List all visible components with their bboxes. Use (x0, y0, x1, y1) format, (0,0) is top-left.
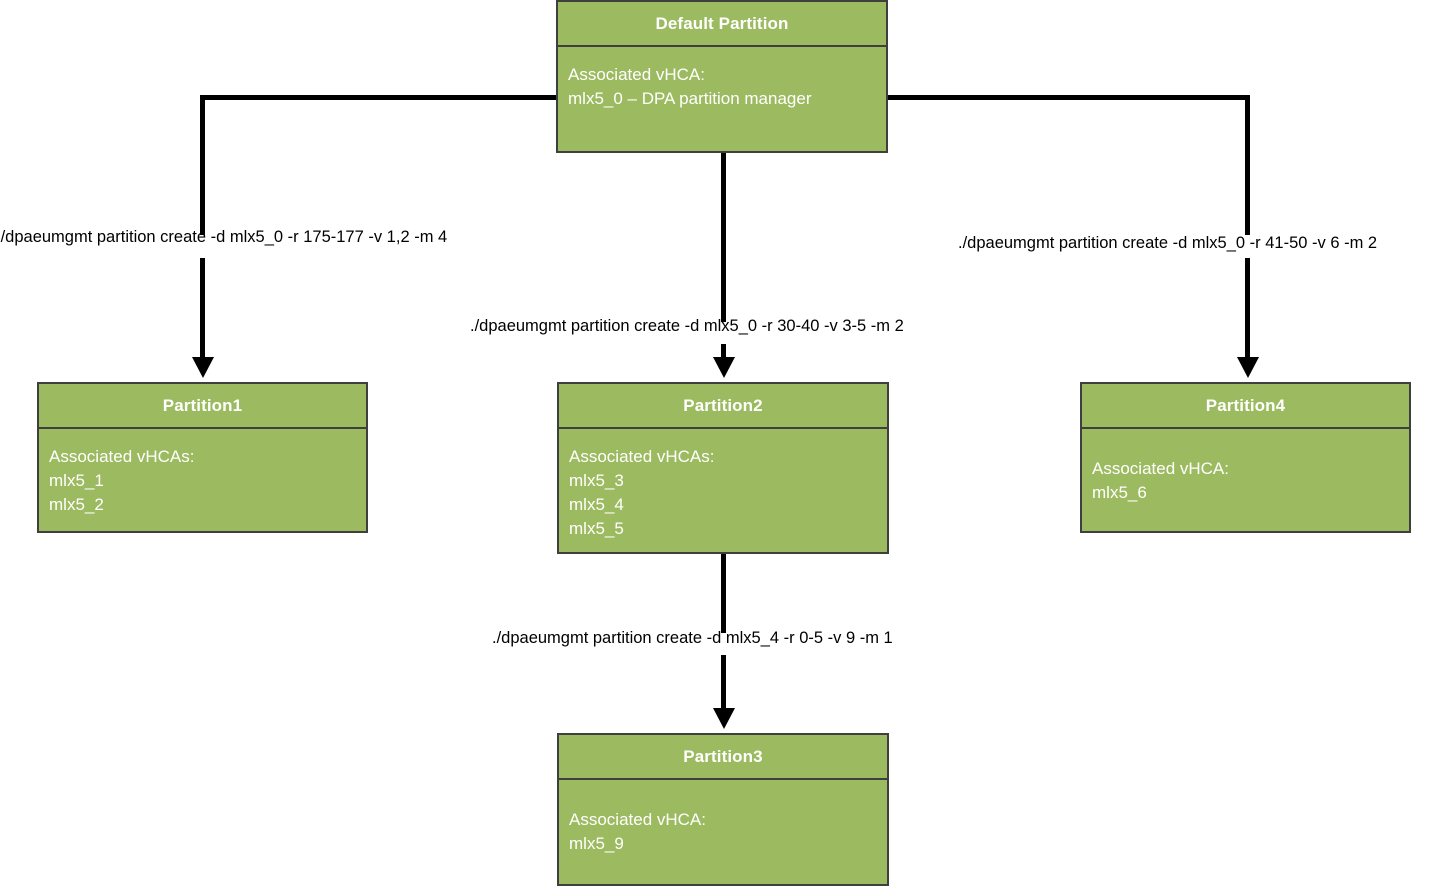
arrowhead-partition4 (1237, 357, 1259, 378)
node-partition4-body: Associated vHCA: mlx5_6 (1082, 429, 1409, 531)
node-partition1-title: Partition1 (39, 384, 366, 429)
node-default-partition[interactable]: Default Partition Associated vHCA: mlx5_… (556, 0, 888, 153)
edge-label-default-to-partition1: ./dpaeumgmt partition create -d mlx5_0 -… (0, 228, 448, 246)
connector-default-to-partition1-lower (200, 258, 205, 358)
node-partition3-title: Partition3 (559, 735, 887, 780)
node-partition1[interactable]: Partition1 Associated vHCAs: mlx5_1 mlx5… (37, 382, 368, 533)
node-partition1-body-heading: Associated vHCAs: (49, 447, 195, 466)
node-default-partition-body-heading: Associated vHCA: (568, 65, 705, 84)
arrowhead-partition2 (713, 357, 735, 378)
node-partition4-title: Partition4 (1082, 384, 1409, 429)
connector-default-to-partition2-lower (721, 344, 726, 359)
node-partition2-vhca-2: mlx5_5 (569, 519, 624, 539)
connector-default-to-partition4-lower (1245, 258, 1250, 358)
node-default-partition-body: Associated vHCA: mlx5_0 – DPA partition … (558, 47, 886, 151)
connector-default-to-partition2-upper (721, 152, 726, 322)
connector-default-to-partition1-upper (200, 95, 205, 235)
connector-default-to-partition4-upper (1245, 95, 1250, 235)
node-partition4[interactable]: Partition4 Associated vHCA: mlx5_6 (1080, 382, 1411, 533)
node-partition2-title: Partition2 (559, 384, 887, 429)
node-partition4-body-heading: Associated vHCA: (1092, 459, 1229, 478)
node-partition2-vhca-1: mlx5_4 (569, 495, 624, 515)
edge-label-default-to-partition2: ./dpaeumgmt partition create -d mlx5_0 -… (470, 317, 904, 335)
node-partition3-vhca-0: mlx5_9 (569, 834, 624, 854)
node-partition3-body-heading: Associated vHCA: (569, 810, 706, 829)
node-partition1-vhca-0: mlx5_1 (49, 471, 104, 491)
edge-label-partition2-to-partition3: ./dpaeumgmt partition create -d mlx5_4 -… (492, 629, 893, 647)
node-partition2[interactable]: Partition2 Associated vHCAs: mlx5_3 mlx5… (557, 382, 889, 554)
edge-label-default-to-partition4: ./dpaeumgmt partition create -d mlx5_0 -… (958, 234, 1378, 252)
node-partition2-body-heading: Associated vHCAs: (569, 447, 715, 466)
node-partition2-body: Associated vHCAs: mlx5_3 mlx5_4 mlx5_5 (559, 429, 887, 552)
node-partition1-body: Associated vHCAs: mlx5_1 mlx5_2 (39, 429, 366, 531)
arrowhead-partition3 (713, 708, 735, 729)
arrowhead-partition1 (192, 357, 214, 378)
connector-partition2-to-partition3-lower (721, 655, 726, 710)
node-default-partition-title: Default Partition (558, 2, 886, 47)
node-partition3-body: Associated vHCA: mlx5_9 (559, 780, 887, 884)
node-partition4-vhca-0: mlx5_6 (1092, 483, 1147, 503)
node-partition2-vhca-0: mlx5_3 (569, 471, 624, 491)
node-default-partition-vhca-0: mlx5_0 – DPA partition manager (568, 89, 812, 109)
node-partition3[interactable]: Partition3 Associated vHCA: mlx5_9 (557, 733, 889, 886)
connector-partition2-to-partition3-upper (721, 553, 726, 633)
node-partition1-vhca-1: mlx5_2 (49, 495, 104, 515)
